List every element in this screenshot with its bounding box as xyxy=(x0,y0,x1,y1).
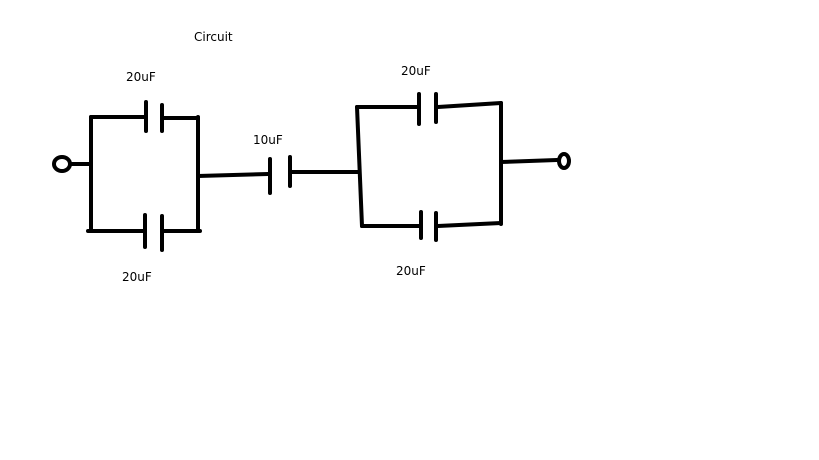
right-block-left-rail xyxy=(355,105,364,228)
input-terminal xyxy=(52,155,72,173)
capacitor-c3-label: 10uF xyxy=(253,133,283,147)
capacitor-c4-label: 20uF xyxy=(401,64,431,78)
output-terminal xyxy=(557,152,571,170)
diagram-title: Circuit xyxy=(194,30,233,44)
c3-left-wire xyxy=(196,172,270,178)
output-lead-wire xyxy=(499,158,559,164)
capacitor-c5-label: 20uF xyxy=(396,264,426,278)
capacitor-c1-label: 20uF xyxy=(126,70,156,84)
capacitor-c2-label: 20uF xyxy=(122,270,152,284)
c4-right-wire xyxy=(436,101,503,109)
c5-right-wire xyxy=(436,221,503,228)
